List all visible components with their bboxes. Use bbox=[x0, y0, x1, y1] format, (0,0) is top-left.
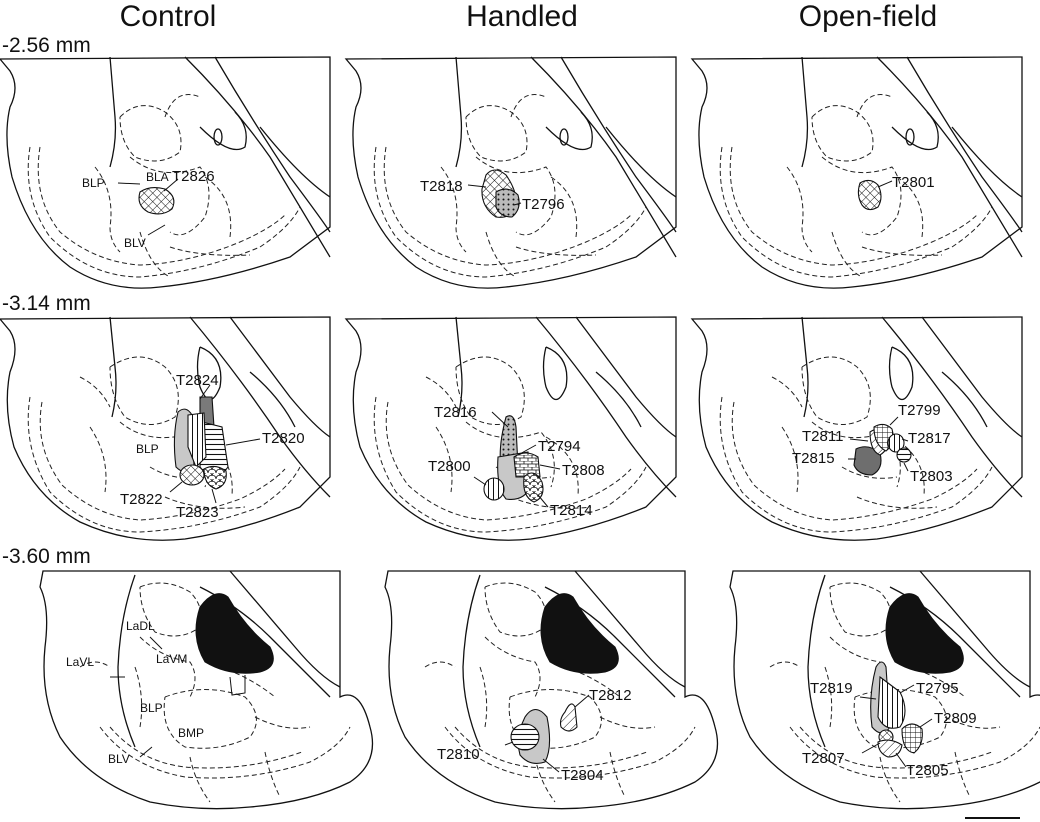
lesion-dark-region bbox=[195, 593, 274, 674]
region-label-lavl: LaVL bbox=[66, 655, 94, 669]
site-label-t2818: T2818 bbox=[420, 178, 463, 195]
row-label-3-60: -3.60 mm bbox=[2, 545, 91, 568]
lesion-t2808 bbox=[513, 452, 541, 478]
panel-r3-open-field: T2819 T2795 T2809 T2807 T2805 bbox=[729, 570, 1040, 810]
panel-r2-handled: T2816 T2794 T2800 T2808 T2814 bbox=[345, 316, 677, 541]
lesion-t2812 bbox=[559, 703, 578, 732]
site-label-t2804: T2804 bbox=[561, 767, 604, 784]
row-label-3-14: -3.14 mm bbox=[2, 292, 91, 315]
site-label-t2808: T2808 bbox=[562, 462, 605, 479]
lesion-t2815 bbox=[853, 446, 882, 476]
site-label-t2807: T2807 bbox=[802, 750, 845, 767]
site-label-t2812: T2812 bbox=[589, 687, 632, 704]
lesion-t2801 bbox=[857, 179, 882, 211]
lesion-t2826 bbox=[138, 186, 175, 215]
panel-r2-open-field: T2799 T2811 T2817 T2815 T2803 bbox=[691, 316, 1023, 541]
site-label-t2823: T2823 bbox=[176, 504, 219, 521]
row-label-2-56: -2.56 mm bbox=[2, 34, 91, 57]
site-label-t2810: T2810 bbox=[437, 746, 480, 763]
column-title-handled: Handled bbox=[466, 0, 578, 33]
site-label-t2822: T2822 bbox=[120, 491, 163, 508]
site-label-t2826: T2826 bbox=[172, 168, 215, 185]
site-label-t2815: T2815 bbox=[792, 450, 835, 467]
site-label-t2809: T2809 bbox=[934, 710, 977, 727]
site-label-t2816: T2816 bbox=[434, 404, 477, 421]
site-label-t2805: T2805 bbox=[906, 762, 949, 779]
site-label-t2817: T2817 bbox=[908, 430, 951, 447]
lesion-t2814 bbox=[523, 472, 544, 503]
region-label-blp-r2: BLP bbox=[136, 442, 159, 456]
column-title-open-field: Open-field bbox=[799, 0, 937, 33]
site-label-t2803: T2803 bbox=[910, 468, 953, 485]
site-label-t2799: T2799 bbox=[898, 402, 941, 419]
region-label-ladl: LaDL bbox=[126, 619, 155, 633]
lesion-t2796 bbox=[495, 188, 520, 218]
panel-r1-open-field: T2801 bbox=[691, 56, 1023, 289]
lesion-t2800 bbox=[483, 477, 505, 501]
site-label-t2801: T2801 bbox=[892, 174, 935, 191]
lesion-t2817 bbox=[887, 433, 905, 453]
region-label-lavm: LaVM bbox=[156, 652, 187, 666]
column-title-control: Control bbox=[120, 0, 217, 33]
site-label-t2811: T2811 bbox=[802, 428, 843, 445]
lesion-t2810 bbox=[510, 723, 540, 751]
site-label-t2795: T2795 bbox=[916, 680, 959, 697]
lesion-t2809 bbox=[901, 723, 923, 754]
panel-r1-handled: T2818 T2796 bbox=[345, 56, 677, 289]
region-label-blp: BLP bbox=[82, 176, 105, 190]
region-label-blv-r3: BLV bbox=[108, 752, 130, 766]
site-label-t2824: T2824 bbox=[176, 372, 219, 389]
lesion-t2822 bbox=[179, 464, 205, 486]
lesion-t2795 bbox=[877, 675, 906, 729]
panel-r1-control: BLP BLA BLV T2826 bbox=[0, 56, 331, 289]
panel-r3-control: LaDL LaVL LaVM BLP BMP BLV bbox=[39, 570, 374, 810]
lesion-t2805 bbox=[877, 739, 903, 758]
site-label-t2794: T2794 bbox=[538, 438, 581, 455]
site-label-t2800: T2800 bbox=[428, 458, 471, 475]
site-label-t2819: T2819 bbox=[810, 680, 853, 697]
region-label-blp-r3: BLP bbox=[140, 701, 163, 715]
site-label-t2814: T2814 bbox=[550, 502, 593, 519]
region-label-bmp: BMP bbox=[178, 726, 204, 740]
site-label-t2820: T2820 bbox=[262, 430, 305, 447]
lesion-t2823 bbox=[203, 465, 227, 490]
region-label-blv: BLV bbox=[124, 236, 146, 250]
lesion-center-vlines bbox=[187, 412, 207, 468]
panel-r2-control: BLP T2824 T2820 T2822 T2823 bbox=[0, 316, 331, 541]
lesion-t2803 bbox=[896, 447, 912, 463]
site-label-t2796: T2796 bbox=[522, 196, 565, 213]
panel-r3-handled: T2812 T2810 T2804 bbox=[384, 570, 719, 810]
region-label-bla: BLA bbox=[146, 170, 169, 184]
